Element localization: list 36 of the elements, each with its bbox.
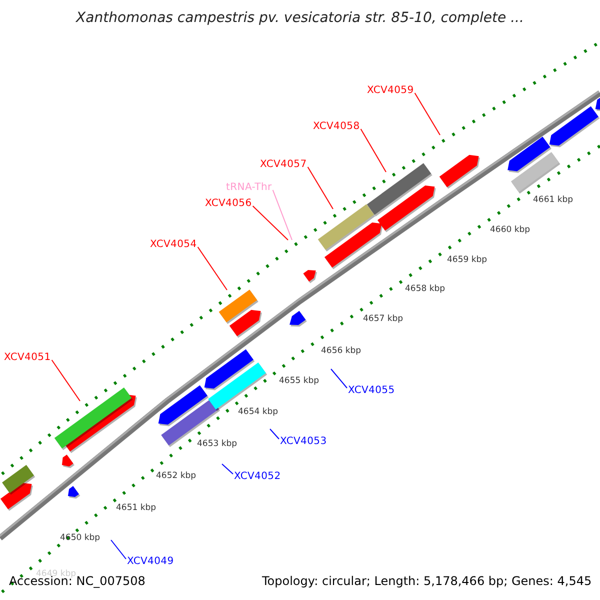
- leader-line: [330, 368, 348, 388]
- leader-line: [51, 360, 80, 402]
- footer-text: Topology: circular; Length: 5,178,466 bp; Genes: 4,545: [262, 574, 592, 588]
- tick-label: 4652 kbp: [156, 471, 196, 481]
- tick-label: 4653 kbp: [197, 439, 238, 449]
- tick-label: 4654 kbp: [238, 407, 278, 417]
- gene-label: XCV4059: [367, 85, 414, 96]
- tick-label: 4658 kbp: [405, 284, 446, 294]
- tick-label: 4655 kbp: [279, 376, 320, 386]
- gene-label: XCV4054: [150, 239, 197, 250]
- tick-label: 4660 kbp: [490, 225, 530, 235]
- gene-label: XCV4057: [260, 159, 307, 170]
- leader-line: [360, 128, 386, 172]
- tick-label: 4650 kbp: [60, 533, 100, 543]
- leader-line: [414, 92, 440, 136]
- leader-line: [197, 246, 228, 290]
- gene-label: tRNA-Thr: [226, 182, 272, 193]
- gene-label: XCV4055: [348, 385, 395, 396]
- leader-line: [110, 540, 126, 560]
- tick-label: 4657 kbp: [363, 314, 404, 324]
- gene-label: XCV4052: [234, 471, 281, 482]
- gene-label: XCV4049: [127, 556, 174, 567]
- gene-label: XCV4056: [205, 198, 252, 209]
- gene-label: XCV4053: [280, 436, 327, 447]
- gene-label: XCV4051: [4, 352, 51, 363]
- title: Xanthomonas campestris pv. vesicatoria str. 85-10, complete ...: [74, 10, 525, 26]
- tick-label: 4659 kbp: [447, 255, 488, 265]
- tick-label: 4661 kbp: [533, 195, 574, 205]
- leader-line: [307, 166, 334, 210]
- leader-line: [270, 428, 280, 440]
- leader-line: [252, 206, 288, 240]
- gene-label: XCV4058: [313, 121, 360, 132]
- tick-label: 4651 kbp: [116, 503, 156, 513]
- leader-line: [272, 190, 292, 240]
- tick-label: 4656 kbp: [321, 346, 362, 356]
- leader-line: [222, 464, 234, 474]
